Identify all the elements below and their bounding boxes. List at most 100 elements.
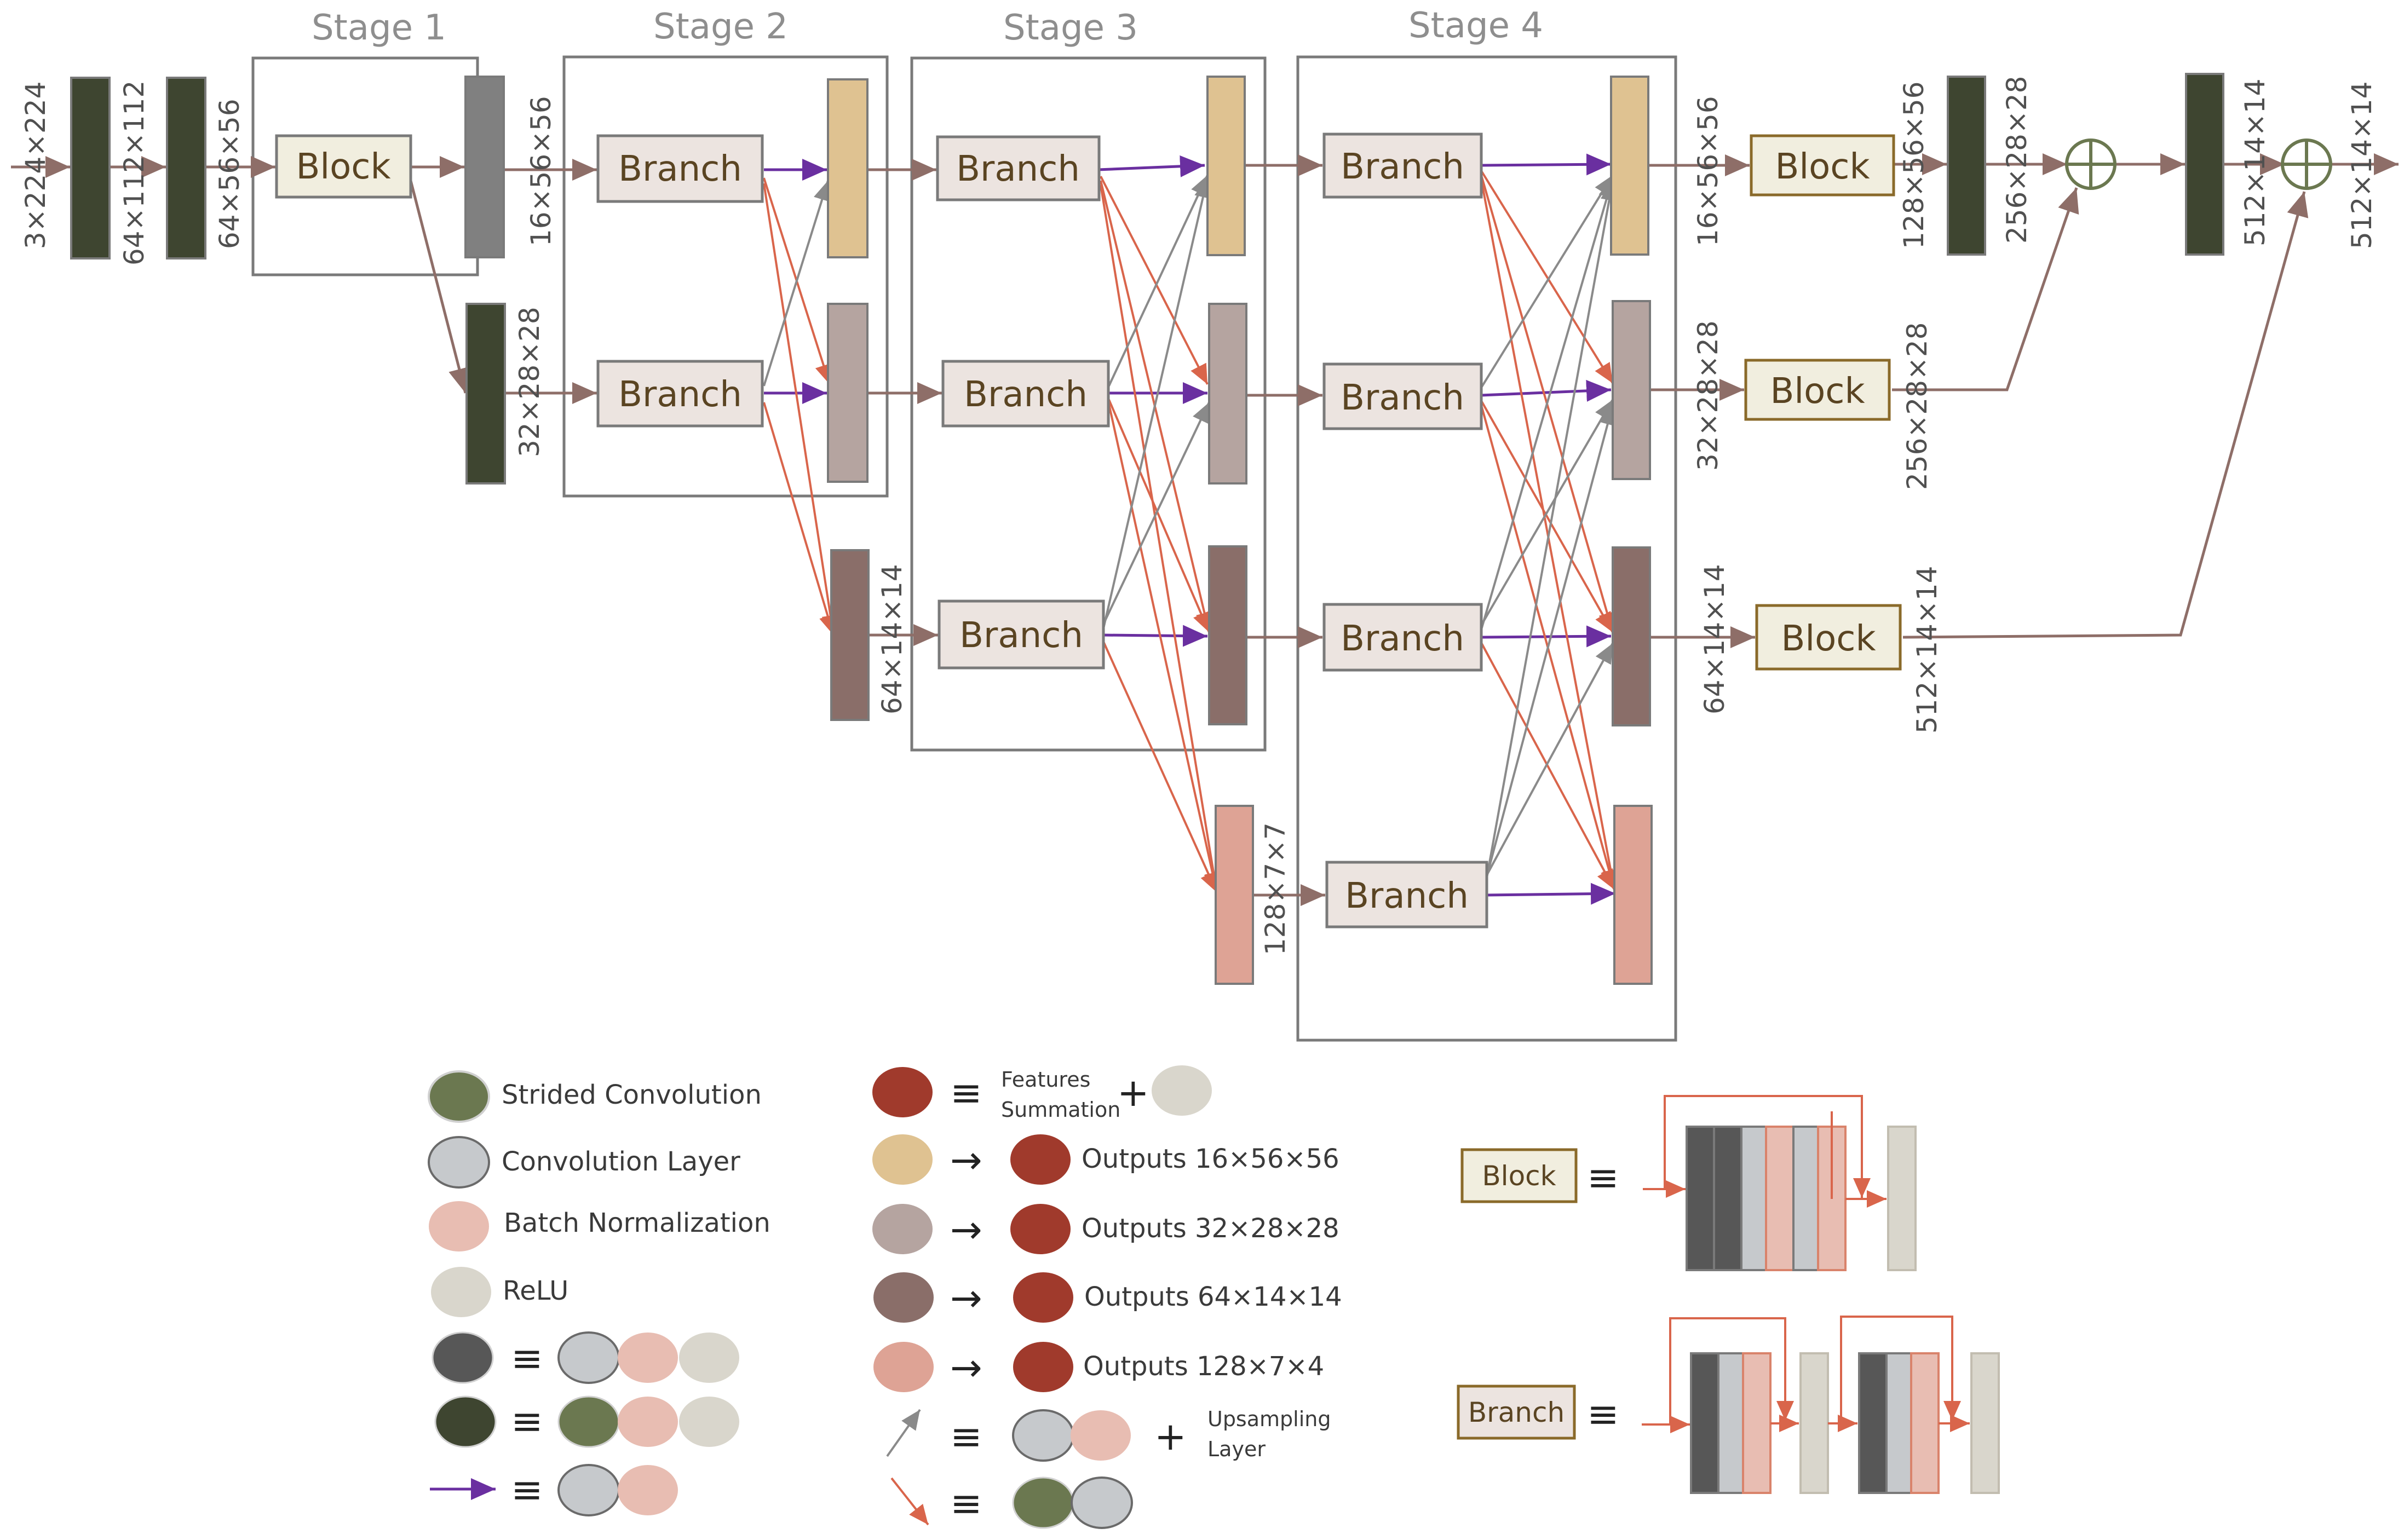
stage-4-title: Stage 4 [1408, 5, 1543, 46]
legend-bn: Batch Normalization [429, 1201, 770, 1251]
output-label-2: Outputs 32×28×28 [1082, 1213, 1339, 1244]
s3-branch-low: Branch [938, 599, 1105, 670]
dim-conv-after2: 512×14×14 [2239, 79, 2271, 246]
s2-branch-top: Branch [596, 134, 764, 203]
post-block-1-label: Block [1775, 147, 1870, 187]
gray-connections [763, 174, 1618, 887]
s2-mid-bar [827, 303, 869, 483]
s3-low-bar [1208, 545, 1247, 725]
s4-top-bar [1610, 76, 1649, 256]
legend-conv-label: Convolution Layer [502, 1146, 740, 1177]
feature-maps [70, 73, 2224, 985]
stage1-output-bar [464, 76, 505, 258]
blocks-and-branches: Block Branch Branch Branch Branch Branch… [275, 132, 1902, 928]
legend-purple-arrow: ≡ [430, 1464, 678, 1516]
post-block-conv-1 [1947, 76, 1986, 256]
purple-s4-top [1481, 153, 1612, 176]
legend-output-4: → Outputs 128×7×4 [873, 1342, 1324, 1392]
post-block-1: Block [1750, 134, 1895, 197]
gray-s4-b-t [1484, 180, 1618, 887]
orange-s4-m-l [1480, 400, 1614, 633]
stage-1-title: Stage 1 [312, 8, 446, 48]
orange-connections [763, 170, 1620, 893]
legend-bn-label: Batch Normalization [504, 1208, 770, 1238]
legend-strided: Strided Convolution [428, 1070, 762, 1123]
post-block-conv-2 [2185, 73, 2224, 256]
post-block-2: Block [1744, 359, 1891, 421]
branch-def-label: Branch [1468, 1397, 1565, 1428]
arrow-sign-4: → [950, 1345, 982, 1390]
arrow-sign-2: → [950, 1207, 982, 1252]
output-label-1: Outputs 16×56×56 [1082, 1144, 1339, 1174]
stage1-block-label: Block [296, 147, 390, 187]
s4-branch-top-label: Branch [1341, 147, 1464, 187]
orange-s2-m-l [763, 402, 837, 636]
s4-branch-bottom-label: Branch [1345, 876, 1469, 916]
s3-branch-top-label: Branch [956, 149, 1080, 189]
s4-branch-mid-label: Branch [1341, 378, 1464, 418]
conv-bar-1 [70, 77, 111, 259]
gray-s3-l-t [1102, 177, 1212, 629]
stage-3-title: Stage 3 [1003, 8, 1138, 48]
layer-label: Layer [1207, 1437, 1266, 1461]
s4-branch-bottom: Branch [1325, 861, 1488, 928]
post-block-2-label: Block [1770, 371, 1865, 412]
s3-branch-top: Branch [936, 135, 1101, 201]
dim-blk2-out: 256×28×28 [1901, 322, 1933, 490]
s4-branch-mid: Branch [1322, 362, 1483, 430]
legend-column-2: ≡ Features Summation + → Outputs 16×56×5… [872, 1065, 1342, 1529]
arrow-sign-3: → [950, 1276, 982, 1320]
s3-branch-low-label: Branch [959, 615, 1083, 656]
dim-conv-after1: 256×28×28 [2001, 76, 2033, 244]
s2-low-bar [830, 549, 870, 721]
gray-s2-m-t [763, 180, 831, 387]
plus-node-2 [2281, 139, 2332, 190]
purple-s4-low [1481, 625, 1612, 648]
plus-node-1 [2065, 139, 2117, 190]
dim-s4-top: 16×56×56 [1692, 96, 1724, 246]
equiv-sign-1: ≡ [511, 1336, 543, 1381]
block-def-label: Block [1482, 1160, 1556, 1192]
dim-s3-down: 128×7×7 [1259, 822, 1291, 955]
equiv-sign-2: ≡ [511, 1399, 543, 1444]
s2-branch-mid: Branch [596, 360, 764, 428]
gray-s4-l-t [1480, 177, 1616, 630]
dim-final: 512×14×14 [2346, 82, 2378, 249]
legend-output-1: → Outputs 16×56×56 [872, 1134, 1339, 1185]
equiv-sign-7: ≡ [1587, 1155, 1619, 1200]
orange-s3-m-l [1108, 399, 1210, 633]
equiv-sign-6: ≡ [950, 1481, 982, 1526]
main-connections [11, 153, 2399, 906]
dim-blk3-out: 512×14×14 [1911, 566, 1943, 734]
purple-s3-top [1097, 155, 1205, 177]
legend-dark-green-equiv: ≡ [434, 1395, 739, 1448]
s4-bottom-bar [1613, 805, 1653, 985]
stage-4-frame [1296, 55, 1677, 1042]
equiv-sign-5: ≡ [950, 1414, 982, 1459]
legend-dark-gray-equiv: ≡ [432, 1331, 739, 1384]
s3-top-bar [1206, 76, 1246, 256]
summation-label: Summation [1001, 1098, 1120, 1122]
arrow-block-down [409, 180, 470, 394]
legend-output-2: → Outputs 32×28×28 [872, 1204, 1339, 1254]
orange-s3-l-b [1102, 641, 1218, 893]
output-label-3: Outputs 64×14×14 [1084, 1282, 1342, 1312]
plus-sign-1: + [1117, 1070, 1149, 1115]
orange-s4-t-m [1480, 170, 1614, 384]
gray-s4-l-m [1480, 399, 1614, 626]
purple-s4-bottom [1485, 883, 1616, 905]
legend-summation: ≡ Features Summation + [872, 1065, 1212, 1122]
equiv-sign-3: ≡ [511, 1467, 543, 1512]
legend-orange-arrow: ≡ [890, 1476, 1133, 1529]
dim-c2: 64×56×56 [214, 99, 245, 249]
gray-s3-l-m [1102, 402, 1210, 625]
dim-input: 3×224×224 [20, 82, 51, 249]
s2-branch-top-label: Branch [618, 149, 742, 189]
gray-s3-m-t [1108, 175, 1209, 387]
s4-branch-low-label: Branch [1341, 619, 1464, 659]
stage-2-title: Stage 2 [653, 7, 788, 47]
dim-s2-down: 64×14×14 [876, 564, 908, 714]
s3-branch-mid: Branch [941, 360, 1110, 428]
s4-low-bar [1612, 546, 1651, 726]
purple-s3-low [1103, 625, 1208, 647]
